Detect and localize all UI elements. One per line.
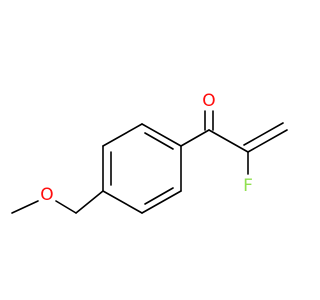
ring-inner-bond-1	[144, 132, 174, 150]
methylene-to-oxygen-bond	[55, 200, 77, 214]
oxygen-to-methyl-bond	[11, 200, 39, 214]
carbonyl-to-alpha-bond	[208, 129, 249, 153]
ring-inner-bond-2	[144, 187, 174, 205]
ether-oxygen-label: O	[40, 185, 53, 205]
vinyl-bond-a	[247, 129, 288, 153]
ring-bond-6	[102, 123, 143, 147]
ring-bond-4	[102, 190, 143, 214]
ring-bond-1	[141, 123, 182, 147]
benzene-ring	[102, 123, 182, 214]
ring-to-carbonyl-bond	[180, 129, 210, 147]
carbonyl-oxygen-label: O	[202, 91, 215, 111]
ring-to-methylene-bond	[75, 190, 104, 214]
structure-diagram: O F O	[11, 91, 288, 214]
vinyl-bond-b	[243, 122, 284, 146]
fluorine-label: F	[243, 176, 253, 196]
ring-bond-3	[141, 190, 182, 214]
